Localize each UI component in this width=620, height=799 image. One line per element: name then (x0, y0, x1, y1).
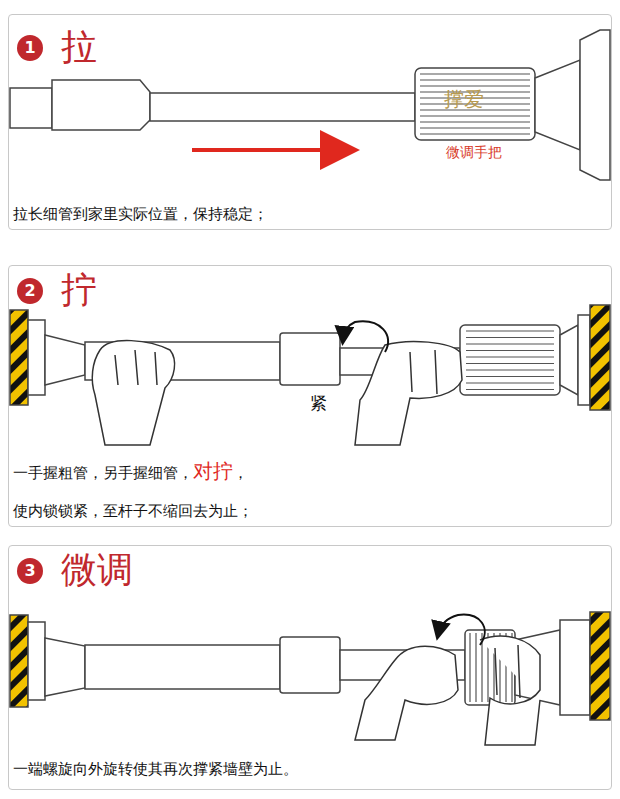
instruction-text: 使内锁锁紧，至杆子不缩回去为止； (13, 502, 253, 520)
knurl-stroke (469, 633, 470, 702)
step-title: 微调 (61, 552, 133, 588)
instruction-text: 一端螺旋向外旋转使其再次撑紧墙壁为止。 (13, 760, 298, 780)
step-panel: 拉拉长细管到家里实际位置，保持稳定； 1 (8, 14, 612, 230)
callout-number: 3 (17, 558, 43, 584)
step-title: 拉 (61, 29, 97, 65)
step-title: 拧 (61, 272, 97, 308)
emphasis-text: 对拧 (193, 459, 233, 483)
callout-number-text: 1 (24, 40, 35, 56)
callout-number-text: 3 (24, 563, 35, 579)
knurl-stroke (466, 363, 554, 364)
pole-drawing (10, 30, 610, 720)
instruction-text: 一端螺旋向外旋转使其再次撑紧墙壁为止。 (13, 760, 298, 778)
step-panel: 微调一端螺旋向外旋转使其再次撑紧墙壁为止。 3 (8, 545, 612, 790)
instruction-text: ， (233, 464, 248, 482)
knurl-stroke (420, 79, 530, 80)
knurl-stroke (420, 115, 530, 116)
instruction-text: 一手握粗管，另手握细管，对拧， (13, 458, 248, 484)
instruction-text: 拉长细管到家里实际位置，保持稳定； (13, 205, 268, 223)
knurl-stroke (466, 356, 554, 357)
knurl-stroke (466, 389, 554, 390)
knurl-stroke (420, 127, 530, 128)
callout-number-text: 2 (24, 283, 35, 299)
hands (92, 341, 540, 745)
knurl-stroke (466, 337, 554, 338)
callout-number: 1 (17, 35, 43, 61)
action-label: 紧 (310, 392, 327, 415)
knurl-stroke (475, 633, 476, 702)
knurl-stroke (466, 369, 554, 370)
knurl-stroke (466, 382, 554, 383)
instruction-text: 使内锁锁紧，至杆子不缩回去为止； (13, 502, 253, 522)
instruction-text: 一手握粗管，另手握细管， (13, 464, 193, 482)
part-label: 微调手把 (446, 144, 502, 162)
knurl-stroke (466, 350, 554, 351)
watermark: 撑爱 (444, 86, 484, 113)
knurl-stroke (466, 376, 554, 377)
knurl-stroke (466, 343, 554, 344)
knurl-stroke (420, 121, 530, 122)
knurl-stroke (466, 330, 554, 331)
knurl-stroke (420, 73, 530, 74)
arrows (192, 150, 485, 645)
knurl-stroke (420, 133, 530, 134)
knurl-stroke (420, 85, 530, 86)
instruction-text: 拉长细管到家里实际位置，保持稳定； (13, 205, 268, 225)
callout-number: 2 (17, 278, 43, 304)
